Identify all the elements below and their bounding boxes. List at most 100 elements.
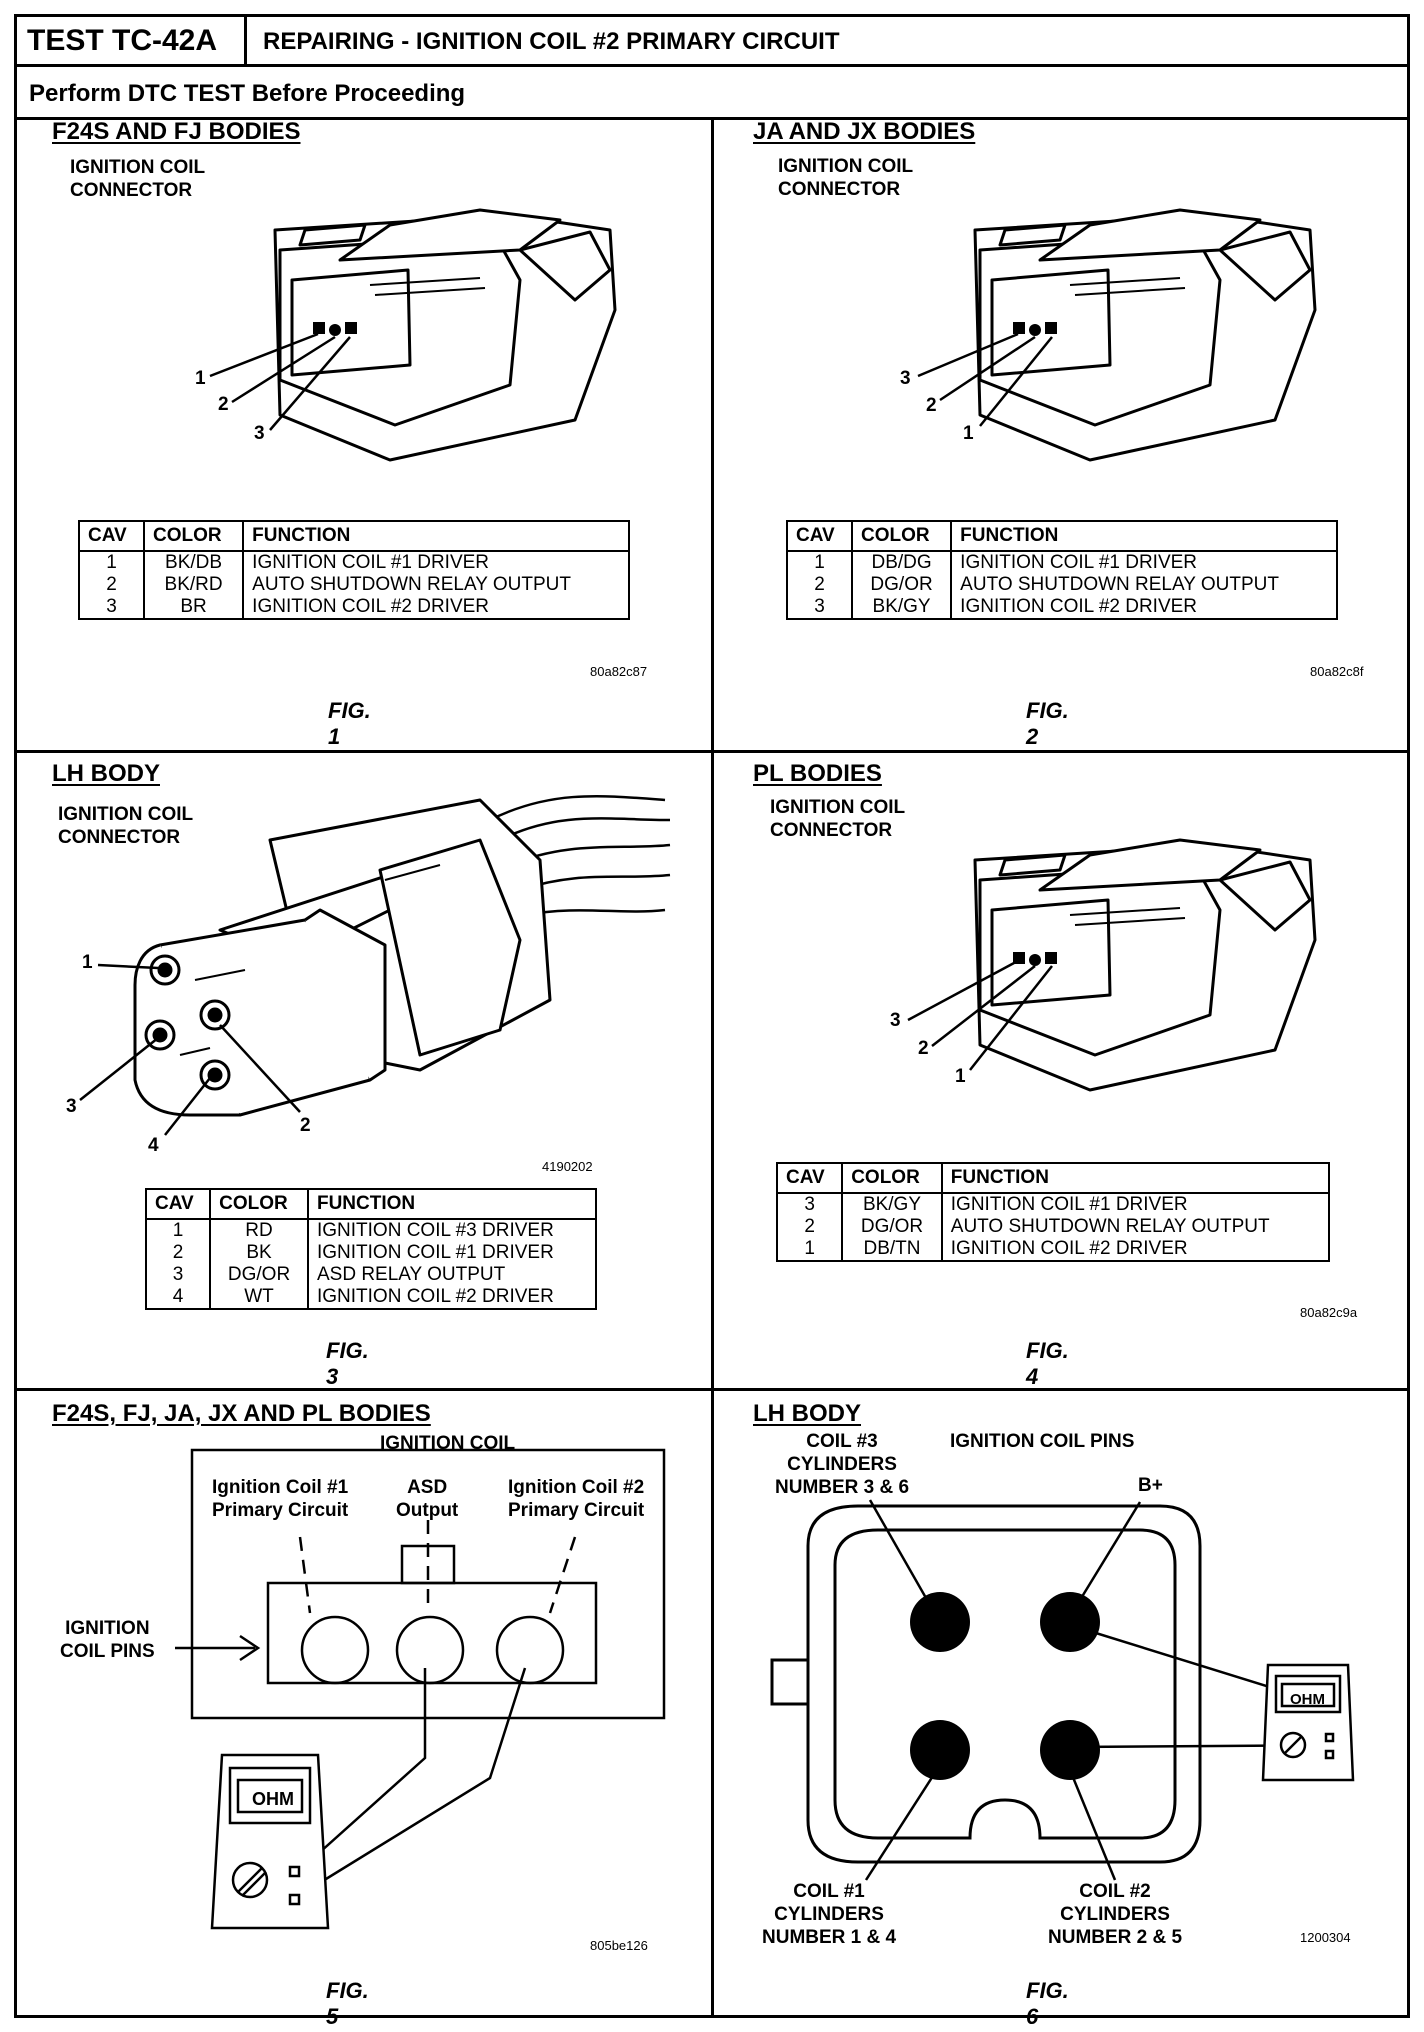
cell-cav: 2 (146, 1242, 212, 1264)
table-header: CAV (146, 1189, 212, 1220)
cell-color: WT (210, 1286, 309, 1309)
pin-label: 3 (254, 423, 265, 444)
cell-color: DG/OR (851, 574, 953, 596)
cell-cav: 3 (79, 596, 145, 619)
table-header: CAV (787, 521, 853, 552)
cell-color: DG/OR (842, 1216, 943, 1238)
connector-drawing (973, 208, 1317, 462)
pin-label: 2 (926, 395, 937, 416)
figure-caption: FIG. 6 (1026, 1978, 1069, 2029)
header-row: TEST TC-42A REPAIRING - IGNITION COIL #2… (17, 17, 1407, 67)
b-plus-label: B+ (1138, 1475, 1163, 1496)
test-title: REPAIRING - IGNITION COIL #2 PRIMARY CIR… (263, 28, 840, 55)
figure-caption: FIG. 1 (328, 698, 371, 749)
cell-cav: 1 (787, 551, 853, 574)
row-divider-1 (17, 750, 1407, 753)
cell-color: BK/RD (143, 574, 245, 596)
figure-caption: FIG. 3 (326, 1338, 369, 1389)
cell-cav: 3 (146, 1264, 212, 1286)
cell-function: IGNITION COIL #1 DRIVER (252, 552, 490, 573)
cell-color: BK (210, 1242, 309, 1264)
column-divider (711, 120, 714, 2018)
coil-pins-label: IGNITION COIL PINS (950, 1431, 1135, 1452)
cell-function: ASD RELAY OUTPUT (316, 1264, 506, 1285)
ohm-readout: OHM (1290, 1691, 1325, 1708)
cell-color: DB/TN (842, 1238, 943, 1261)
panel-title: JA AND JX BODIES (753, 118, 976, 145)
ohmmeter (1261, 1663, 1355, 1782)
table-header: COLOR (851, 521, 953, 552)
pin-label: 1 (195, 368, 206, 389)
table-header: COLOR (210, 1189, 309, 1220)
connector-drawing (273, 208, 617, 462)
pin-label: 1 (82, 952, 93, 973)
connector-label: IGNITION COIL CONNECTOR (70, 157, 206, 201)
cell-color: BK/DB (143, 551, 245, 574)
cell-function: IGNITION COIL #2 DRIVER (316, 1286, 554, 1307)
pin-leader-lines (209, 332, 351, 431)
figure-code: 80a82c9a (1300, 1305, 1358, 1320)
connector-label: IGNITION COIL CONNECTOR (58, 804, 194, 848)
pin-leader-lines (79, 963, 301, 1136)
cell-cav: 2 (777, 1216, 844, 1238)
table-header: CAV (79, 521, 145, 552)
cell-color: DG/OR (210, 1264, 309, 1286)
cell-function: IGNITION COIL #3 DRIVER (316, 1220, 554, 1241)
figure-caption: FIG. 2 (1026, 698, 1069, 749)
cell-cav: 2 (787, 574, 853, 596)
cell-cav: 1 (777, 1238, 844, 1261)
pin-label: 4 (148, 1135, 159, 1156)
cell-cav: 2 (79, 574, 145, 596)
coil1-label: COIL #1 CYLINDERS NUMBER 1 & 4 (762, 1881, 897, 1948)
ohmmeter (210, 1753, 330, 1930)
figure-caption: FIG. 5 (326, 1978, 369, 2029)
table-header: FUNCTION (243, 521, 629, 552)
panel-title: F24S, FJ, JA, JX AND PL BODIES (52, 1400, 431, 1427)
figure-code: 80a82c87 (590, 664, 648, 679)
cell-function: IGNITION COIL #1 DRIVER (950, 1194, 1188, 1215)
pin-label: 2 (218, 394, 229, 415)
cell-cav: 3 (777, 1193, 844, 1216)
coil2-label: COIL #2 CYLINDERS NUMBER 2 & 5 (1048, 1881, 1183, 1948)
cell-cav: 1 (146, 1219, 212, 1242)
cell-function: IGNITION COIL #2 DRIVER (960, 596, 1198, 617)
figure-caption: FIG. 4 (1026, 1338, 1069, 1389)
table-header: FUNCTION (941, 1163, 1329, 1194)
table-header: CAV (777, 1163, 844, 1194)
pin-leader-lines (907, 961, 1053, 1071)
cell-color: RD (210, 1219, 309, 1242)
pin-label: 2 (918, 1038, 929, 1059)
cell-function: IGNITION COIL #1 DRIVER (960, 552, 1198, 573)
coil1-primary-label: Ignition Coil #1 Primary Circuit (212, 1477, 349, 1521)
panel-title: LH BODY (753, 1400, 861, 1427)
pin-label: 3 (890, 1010, 901, 1031)
table-header: FUNCTION (951, 521, 1337, 552)
connector-label: IGNITION COIL CONNECTOR (778, 156, 914, 200)
pin-leader-lines (917, 332, 1053, 427)
pin-label: 3 (900, 368, 911, 389)
ohm-readout: OHM (252, 1789, 294, 1809)
pin-label: 1 (955, 1066, 966, 1087)
figure-code: 4190202 (542, 1159, 593, 1174)
cell-color: BR (143, 596, 245, 619)
coil-pins-label: IGNITION COIL PINS (60, 1618, 155, 1662)
connector-label: IGNITION COIL CONNECTOR (770, 797, 906, 841)
test-subtitle: Perform DTC TEST Before Proceeding (17, 67, 1407, 120)
cell-color: BK/GY (851, 596, 953, 619)
figure-code: 805be126 (590, 1938, 648, 1953)
connector-drawing (973, 838, 1317, 1092)
panel-title: F24S AND FJ BODIES (52, 118, 301, 145)
cell-function: AUTO SHUTDOWN RELAY OUTPUT (252, 574, 571, 595)
